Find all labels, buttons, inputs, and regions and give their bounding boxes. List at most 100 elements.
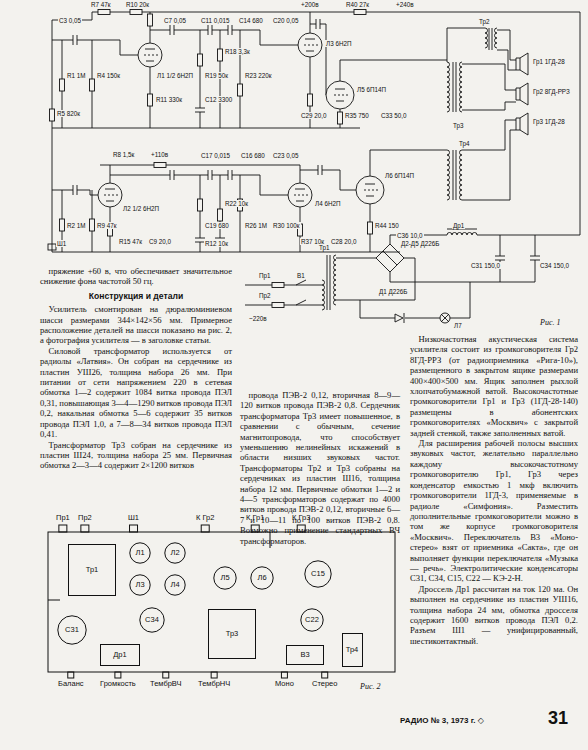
part-label: Тр2 (478, 18, 491, 25)
part-label: Д1 Д226Б (378, 288, 408, 295)
component-name: Л2 (170, 549, 179, 557)
component-name: С15 (311, 570, 325, 578)
schematic-parts (50, 10, 541, 311)
part-label: C3 0,05 (58, 17, 82, 24)
knob-symbol (322, 672, 328, 678)
part-label: C11 0,015 (200, 17, 231, 24)
resistor-symbol (90, 79, 95, 91)
coil-winding (495, 28, 498, 48)
tube-envelope (138, 43, 162, 67)
part-label: C12 3300 (204, 96, 233, 103)
capacitor-plates (530, 256, 540, 260)
resistor-symbol (308, 94, 313, 106)
capacitor-symbol (495, 256, 505, 260)
capacitor-gap (316, 19, 320, 29)
capacitor-plates (318, 165, 322, 175)
part-label: C28 20,0 (330, 238, 358, 245)
capacitor-plates (316, 19, 320, 29)
chassis-layout (48, 525, 395, 678)
body-paragraph: Низкочастотная акустическая система усил… (410, 334, 578, 438)
capacitor-plates (195, 108, 205, 112)
part-label: ~220в (248, 315, 268, 322)
body-paragraph: Для расширения рабочей полосы высших зву… (410, 438, 578, 584)
part-label: R11 330к (155, 96, 183, 103)
layout-label: ТембрВЧ (150, 680, 182, 689)
capacitor-symbol (228, 25, 232, 35)
part-label: C34 150,0 (539, 262, 570, 269)
coil-winding (460, 62, 463, 112)
part-label: C23 0,05 (272, 152, 300, 159)
text-column: провода ПЭВ-2 0,12, вторичная 8—9—120 ви… (240, 390, 400, 546)
resistor-symbol (218, 49, 223, 61)
tube-electrodes (144, 49, 158, 61)
resistor-symbol (90, 219, 95, 231)
layout-label: К Гр2 (196, 514, 214, 523)
tube-envelope (98, 183, 122, 207)
component-circle: С15 (304, 560, 332, 588)
component-box: Тр3 (208, 609, 256, 659)
component-box: Др1 (100, 644, 140, 666)
coil-winding (460, 150, 463, 200)
part-label: R26 1М (244, 222, 268, 229)
component-circle: Л5 (213, 566, 237, 590)
part-label: Пр1 (258, 272, 272, 279)
circle-shape (58, 616, 86, 644)
part-label: C29 20,0 (300, 112, 328, 119)
component-name: В3 (300, 651, 309, 659)
tube-electrodes (294, 189, 308, 201)
component-name: Л6 (257, 574, 266, 582)
body-paragraph: Силовой трансформатор используется от ра… (40, 346, 232, 440)
component-box: Тр4 (342, 633, 363, 667)
capacitor-plates (73, 35, 77, 45)
resistor-symbol (338, 112, 343, 124)
wire (52, 12, 580, 252)
part-label: C36 10,0 (396, 232, 424, 239)
part-label: Гр3 1ГД-28 (532, 118, 566, 125)
section-heading: Конструкция и детали (40, 291, 232, 301)
switch-symbol (296, 280, 306, 305)
capacitor-gap (530, 256, 540, 260)
component-circle: Л1 (129, 542, 151, 564)
wire (462, 30, 516, 200)
component-name: Тр4 (346, 646, 359, 654)
fuse-symbol (272, 303, 284, 308)
body-paragraph: Трансформатор Тр3 собран на сердечнике и… (40, 440, 232, 471)
loudspeaker-symbol (516, 83, 528, 105)
knob-symbol (281, 672, 287, 678)
part-label: C16 680 (240, 152, 266, 159)
tube-envelope (356, 176, 384, 204)
part-label: Л5 6П14П (356, 86, 387, 93)
body-paragraph: провода ПЭВ-2 0,12, вторичная 8—9—120 ви… (240, 390, 400, 546)
capacitor-symbol (208, 25, 212, 35)
knob-symbol (68, 672, 74, 678)
terminal-symbol (130, 525, 138, 532)
part-label: Л1 1/2 6Н2П (156, 72, 194, 79)
part-label: R12 10к (204, 240, 229, 247)
layout-label: Стерео (312, 680, 337, 689)
capacitor-gap (318, 165, 322, 175)
part-label: Л4 6Н2П (314, 200, 341, 207)
part-label: R15 47к (118, 238, 143, 245)
diode-symbol (395, 313, 404, 323)
part-label: C33 50,0 (380, 112, 408, 119)
resistor-symbol (148, 14, 153, 26)
part-label: R10 20к (125, 1, 150, 8)
circle-shape (130, 543, 150, 563)
part-label: В1 (296, 272, 306, 279)
component-name: С31 (65, 626, 79, 634)
component-name: Л5 (220, 574, 229, 582)
capacitor-gap (195, 108, 205, 112)
coil-winding (447, 150, 450, 200)
part-label: Тр3 (452, 122, 465, 129)
knob-symbol (211, 672, 217, 678)
terminal-symbol (201, 525, 209, 532)
part-label: Л2 1/2 6Н2П (122, 205, 160, 212)
transformer-core (327, 28, 492, 310)
chassis-outline (48, 532, 395, 672)
text-column: Низкочастотная акустическая система усил… (410, 334, 578, 646)
part-label: C19 680 (204, 222, 230, 229)
wire (52, 150, 447, 252)
resistor-symbol (60, 219, 65, 231)
tube-electrodes (334, 89, 348, 101)
body-paragraph: Усилитель смонтирован на дюралюминиевом … (40, 304, 232, 346)
